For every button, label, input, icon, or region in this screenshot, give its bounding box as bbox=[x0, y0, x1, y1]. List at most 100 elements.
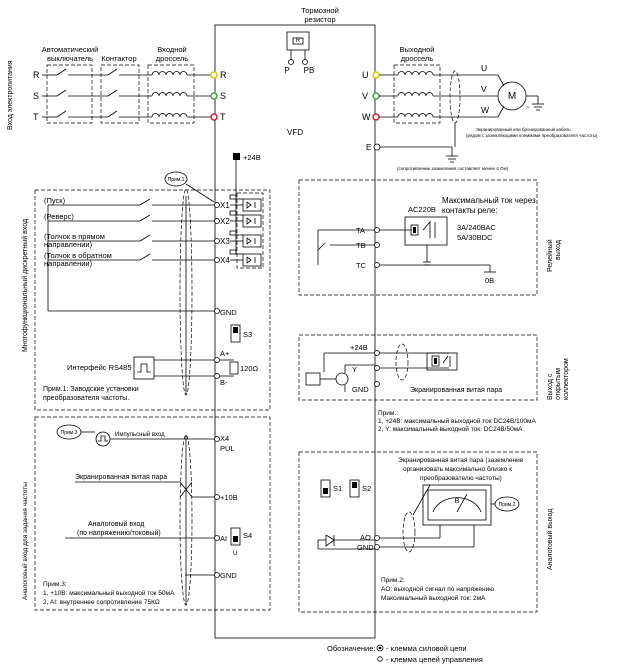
oc-gnd: GND bbox=[352, 385, 369, 394]
relay-tc: TC bbox=[356, 261, 367, 270]
ai-shield-label: Экранированная витая пара bbox=[75, 474, 167, 481]
ao-section bbox=[298, 451, 538, 613]
note-1-line-1: Прим.1: Заводские установки bbox=[43, 386, 139, 393]
relay-section-label-1: Релейный bbox=[546, 239, 554, 272]
relay-ta: TA bbox=[356, 226, 365, 235]
vfd-input-terminal bbox=[210, 71, 218, 79]
vfd-input-s: S bbox=[220, 91, 226, 101]
svg-text:~: ~ bbox=[526, 105, 530, 111]
relay-section bbox=[298, 179, 538, 296]
ao-shield-1: Экранированная витая пара (заземление bbox=[398, 457, 524, 464]
vfd-output-w: W bbox=[362, 112, 371, 122]
relay-section-label-2: выход bbox=[555, 240, 562, 260]
oc-relay bbox=[426, 352, 458, 371]
di-terminal-circle bbox=[214, 238, 220, 244]
ao-shield-2: организовать максимально близко к bbox=[403, 465, 512, 473]
di-gnd: GND bbox=[220, 308, 237, 317]
oc-note-2: 2, Y: максимальный выходной ток: DC24В/5… bbox=[378, 425, 523, 433]
oc-note-1: 1, +24В: максимальный выходной ток DC24В… bbox=[378, 417, 536, 425]
ao-note-0: Прим.2: bbox=[381, 577, 405, 584]
termination-resistor bbox=[229, 361, 239, 375]
switch-s2[interactable] bbox=[349, 479, 360, 498]
brake-resistor bbox=[286, 31, 310, 51]
rs485-label: Интерфейс RS485 bbox=[67, 363, 132, 372]
switch-s4-mark: U bbox=[233, 551, 237, 557]
vfd-input-r: R bbox=[220, 70, 227, 80]
terminal-p: P bbox=[284, 66, 289, 75]
rs485-port bbox=[133, 356, 155, 380]
contactor-label: Контактор bbox=[101, 54, 136, 63]
output-choke-label-1: Выходной bbox=[400, 45, 435, 54]
input-choke-label-1: Входной bbox=[157, 45, 186, 54]
input-choke-coil bbox=[151, 71, 188, 76]
di-input-label-3: (Толчок в прямом bbox=[44, 232, 105, 241]
switch-s4[interactable] bbox=[230, 527, 241, 546]
terminal-e: E bbox=[366, 143, 371, 152]
pulse-source bbox=[95, 431, 111, 447]
di-terminal-circle bbox=[214, 218, 220, 224]
ai-note-2: 2, AI: внутреннее сопротивление 75КΩ bbox=[43, 599, 160, 606]
shield-note-2: (рядом с заземляющими клеммами преобразо… bbox=[466, 133, 598, 138]
vfd-output-terminal bbox=[372, 71, 380, 79]
di-input-label-3: направлении) bbox=[44, 240, 93, 249]
switch-s2-label: S2 bbox=[362, 484, 371, 493]
legend-item-control: - клемма цепей управления bbox=[386, 655, 483, 664]
output-choke-coil bbox=[397, 92, 434, 97]
output-choke-label-2: дроссель bbox=[401, 54, 434, 63]
input-choke-label-2: дроссель bbox=[156, 54, 189, 63]
di-terminal-x3: X3 bbox=[220, 237, 230, 246]
ao-gnd: GND bbox=[357, 543, 374, 552]
legend-title: Обозначение: bbox=[327, 644, 375, 653]
oc-label-3: коллектором bbox=[563, 358, 570, 400]
ao-terminal: AO bbox=[360, 533, 371, 542]
voltmeter bbox=[422, 484, 492, 526]
note-1-callout bbox=[164, 171, 188, 187]
ai-ref: +10В bbox=[220, 493, 238, 502]
contactor-box bbox=[100, 64, 140, 124]
motor-letter: M bbox=[508, 91, 516, 102]
input-phase-s: S bbox=[33, 91, 39, 101]
input-phase-t: T bbox=[33, 112, 39, 122]
input-choke-coil bbox=[151, 113, 188, 118]
oc-label-2: открытым bbox=[555, 368, 562, 400]
di-optocoupler bbox=[242, 253, 262, 267]
oc-label-1: Выход с bbox=[547, 373, 554, 400]
input-choke-coil bbox=[151, 92, 188, 97]
motor-phase-w: W bbox=[481, 105, 489, 115]
ao-note-2: Максимальный выходной ток: 2мА bbox=[381, 594, 486, 602]
brake-resistor-label-1: Тормозной bbox=[301, 6, 339, 15]
switch-s3[interactable] bbox=[230, 324, 241, 343]
ai-note-1: 1, +10В: максимальный выходной ток 50мА bbox=[43, 589, 175, 597]
breaker-box bbox=[46, 64, 93, 124]
di-terminal-x2: X2 bbox=[220, 217, 230, 226]
vfd-output-u: U bbox=[362, 70, 369, 80]
ai-pul: PUL bbox=[220, 444, 235, 453]
optocoupler bbox=[305, 372, 321, 386]
di-input-label-4: (Толчок в обратном bbox=[44, 251, 112, 260]
oc-supply: +24В bbox=[350, 343, 368, 352]
switch-s3-label: S3 bbox=[243, 330, 252, 339]
ai-section bbox=[34, 416, 271, 611]
motor-phase-u: U bbox=[481, 63, 487, 73]
di-terminal-circle bbox=[214, 202, 220, 208]
ai-section-label: Аналоговый вход для задания частоты bbox=[21, 482, 29, 600]
svg-text:Прим.1: Прим.1 bbox=[168, 177, 185, 183]
ao-shield-cable bbox=[402, 511, 416, 553]
relay-coil-box bbox=[404, 216, 448, 246]
input-choke-box bbox=[147, 64, 195, 124]
oc-note-0: Прим.: bbox=[378, 410, 398, 417]
legend-control-terminal-icon bbox=[377, 656, 383, 662]
ai-input-label-2: (по напряжению/токовый) bbox=[77, 529, 161, 537]
legend-item-power: - клемма силовой цепи bbox=[386, 644, 467, 653]
switch-s1-label: S1 bbox=[333, 484, 342, 493]
ai-input-label-1: Аналоговый вход bbox=[88, 520, 144, 528]
pulse-input-label: Импульсный вход bbox=[115, 431, 165, 438]
oc-y: Y bbox=[352, 365, 357, 374]
motor-phase-v: V bbox=[481, 84, 487, 94]
oc-shield-label: Экранированная витая пара bbox=[410, 387, 502, 394]
ai-x4: X4 bbox=[220, 434, 229, 443]
switch-s1[interactable] bbox=[320, 479, 331, 498]
di-supply: +24В bbox=[243, 153, 261, 162]
svg-text:Прим.2: Прим.2 bbox=[499, 502, 516, 508]
